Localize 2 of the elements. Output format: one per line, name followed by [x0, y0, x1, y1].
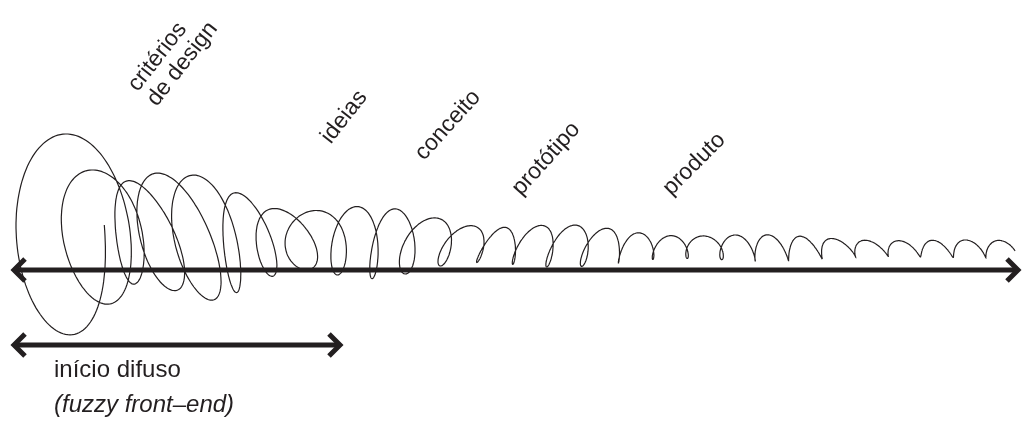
stage-label: início difuso [54, 355, 181, 383]
stage-label: (fuzzy front–end) [54, 390, 235, 418]
